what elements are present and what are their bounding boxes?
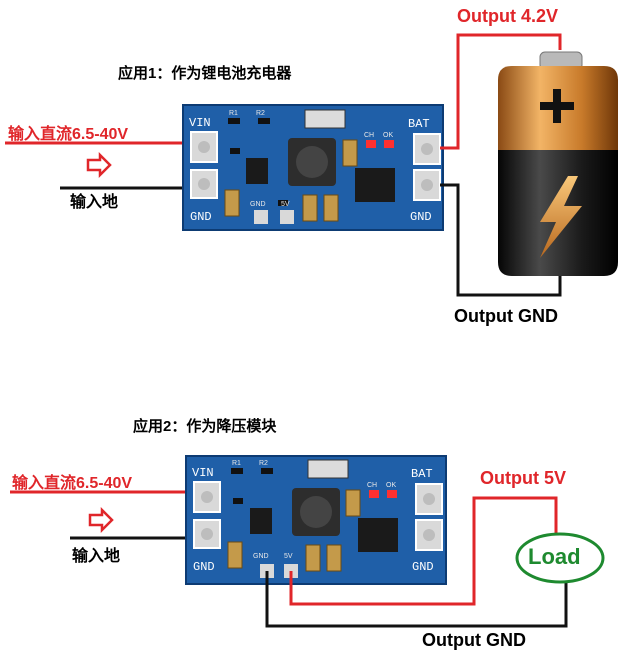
app2-output-wire bbox=[289, 496, 558, 606]
app1-pcb-led-ch: CH bbox=[364, 132, 374, 139]
app2-pcb-r1: R1 bbox=[232, 460, 241, 467]
app2-output-gnd-wire bbox=[265, 571, 568, 628]
app1-output-gnd-wire bbox=[440, 183, 562, 297]
app2-ground-label: 输入地 bbox=[72, 548, 121, 565]
battery-icon bbox=[498, 51, 618, 276]
app2-input-label: 输入直流6.5-40V bbox=[12, 475, 133, 492]
app2-pcb-pad-5v: 5V bbox=[284, 553, 293, 560]
app2-pcb-r2: R2 bbox=[259, 460, 268, 467]
app1-output-label: Output 4.2V bbox=[457, 6, 559, 26]
app2-pcb-gnd-right: GND bbox=[412, 560, 434, 574]
app1-pcb-gnd-right: GND bbox=[410, 210, 432, 224]
app2-output-label: Output 5V bbox=[480, 468, 566, 488]
app2-title: 应用2：作为降压模块 bbox=[133, 418, 277, 435]
app1-pcb-r1: R1 bbox=[229, 110, 238, 117]
app2-arrow-icon bbox=[88, 506, 114, 534]
app2-pcb-bat: BAT bbox=[411, 467, 433, 481]
app1-output-gnd-label: Output GND bbox=[454, 306, 558, 326]
app1-pcb-pad-5v: 5V bbox=[281, 201, 290, 208]
app2-pcb-led-ch: CH bbox=[367, 482, 377, 489]
app1-pcb-led-ok: OK bbox=[383, 132, 393, 139]
app2-diagram: VIN GND BAT GND GND 5V R1 R2 CH OK bbox=[10, 455, 605, 628]
load-label: Load bbox=[528, 544, 581, 569]
app1-output-wire bbox=[440, 33, 562, 150]
app1-pcb-pad-gnd: GND bbox=[250, 201, 266, 208]
app1-pcb-gnd-left: GND bbox=[190, 210, 212, 224]
app2-output-gnd-label: Output GND bbox=[422, 630, 526, 650]
app2-pcb-gnd-left: GND bbox=[193, 560, 215, 574]
load-ellipse bbox=[515, 532, 605, 584]
app1-pcb-board bbox=[182, 104, 444, 231]
app1-pcb-vin: VIN bbox=[189, 116, 211, 130]
app2-pcb-pad-gnd: GND bbox=[253, 553, 269, 560]
app1-ground-label: 输入地 bbox=[70, 194, 119, 211]
app1-input-label: 输入直流6.5-40V bbox=[8, 126, 129, 143]
app1-arrow-icon bbox=[86, 151, 112, 179]
app1-diagram: VIN GND BAT GND GND 5V R1 R2 CH OK bbox=[5, 33, 618, 297]
app2-pcb-led-ok: OK bbox=[386, 482, 396, 489]
app1-pcb-r2: R2 bbox=[256, 110, 265, 117]
app1-title: 应用1：作为锂电池充电器 bbox=[118, 65, 292, 82]
app2-pcb-vin: VIN bbox=[192, 466, 214, 480]
app2-pcb-board bbox=[185, 455, 447, 585]
app1-pcb-bat: BAT bbox=[408, 117, 430, 131]
